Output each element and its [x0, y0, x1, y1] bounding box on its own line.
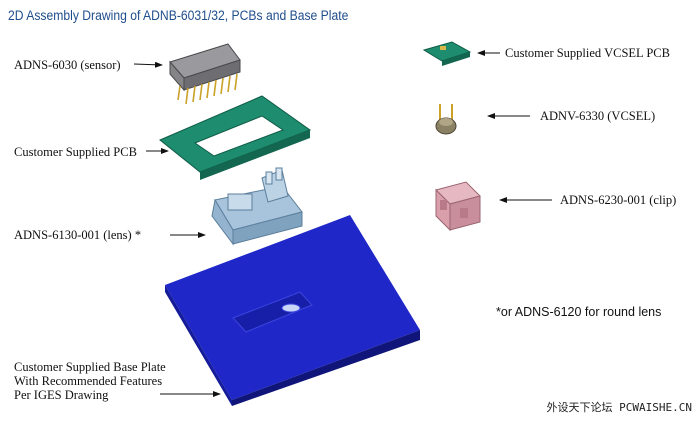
vcsel-pcb [422, 41, 472, 66]
watermark: 外设天下论坛 PCWAISHE.CN [546, 401, 692, 414]
vcsel-label: ADNV-6330 (VCSEL) [540, 109, 656, 123]
customer-pcb [159, 95, 312, 180]
base-plate [165, 215, 420, 406]
vcsel-part [435, 104, 457, 135]
sensor-part [169, 43, 241, 105]
vcsel-pcb-label: Customer Supplied VCSEL PCB [505, 46, 670, 60]
lens-part [211, 167, 303, 246]
base-plate-label-line-2: With Recommended Features [14, 374, 163, 388]
clip-label: ADNS-6230-001 (clip) [560, 193, 677, 207]
sensor-arrow [133, 61, 163, 68]
sensor-label: ADNS-6030 (sensor) [14, 58, 121, 72]
base-plate-label-line-1: Customer Supplied Base Plate [14, 360, 166, 374]
page-title: 2D Assembly Drawing of ADNB-6031/32, PCB… [8, 8, 349, 23]
round-lens-note: *or ADNS-6120 for round lens [496, 305, 662, 319]
base-plate-label-line-3: Per IGES Drawing [14, 388, 109, 402]
clip-part [435, 181, 481, 232]
pcb-label: Customer Supplied PCB [14, 145, 137, 159]
lens-label: ADNS-6130-001 (lens) * [14, 228, 142, 242]
base-plate-label: Customer Supplied Base Plate With Recomm… [14, 360, 166, 402]
